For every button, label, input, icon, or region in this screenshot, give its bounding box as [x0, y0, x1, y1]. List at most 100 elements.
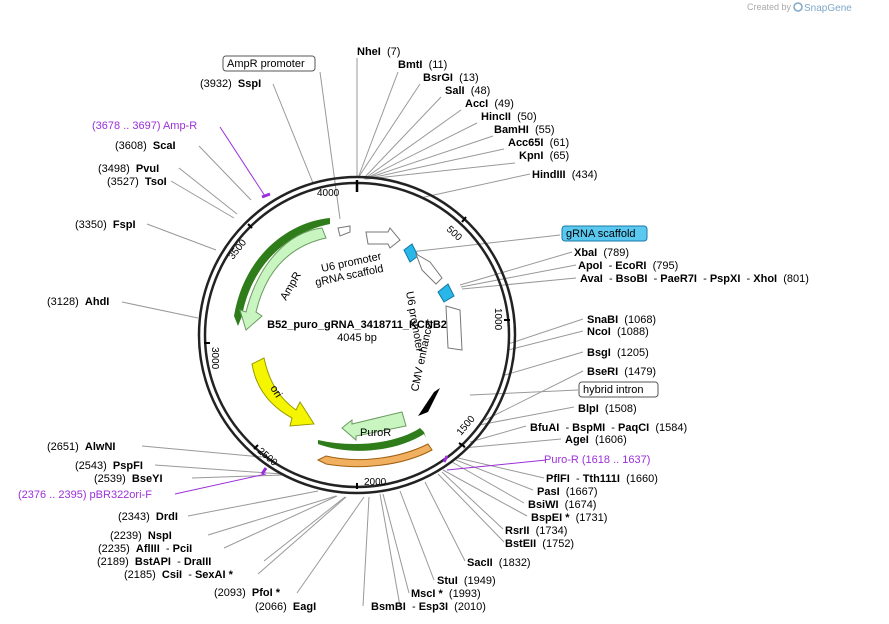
- restriction-site-label[interactable]: BfuAI - BspMI - PaqCI (1584): [530, 422, 687, 434]
- enzyme-name: BstAPI: [135, 556, 171, 568]
- enzyme-name: AvaI: [580, 273, 603, 285]
- restriction-site-label[interactable]: (2239) NspI: [110, 530, 172, 542]
- cut-position: (2539): [94, 473, 132, 485]
- restriction-site-label[interactable]: (2189) BstAPI - DraIII: [97, 556, 211, 568]
- cut-position: (1752): [536, 538, 574, 550]
- restriction-site-label[interactable]: BsmBI - Esp3I (2010): [371, 601, 486, 613]
- restriction-site-label[interactable]: (3350) FspI: [75, 219, 136, 231]
- restriction-site-label[interactable]: (2543) PspFI: [75, 460, 143, 472]
- leader-line: [121, 301, 199, 319]
- enzyme-name: SacII: [467, 557, 493, 569]
- restriction-site-label[interactable]: (3128) AhdI: [47, 296, 109, 308]
- primer-leader-line: [446, 459, 547, 471]
- primer-mark-amp-r: [261, 192, 271, 199]
- leader-line: [419, 173, 531, 199]
- enzyme-name: SexAI *: [195, 569, 234, 581]
- grna-scaffold-box[interactable]: [561, 225, 648, 242]
- restriction-site-label[interactable]: PflFI - Tth111I (1660): [546, 473, 658, 485]
- restriction-site-label[interactable]: (3498) PvuI: [98, 163, 159, 175]
- cut-position: (3932): [200, 78, 238, 90]
- cut-position: (2543): [75, 460, 113, 472]
- cut-position: (1832): [493, 557, 531, 569]
- restriction-site-label[interactable]: (2066) EagI: [255, 601, 316, 613]
- restriction-site-label[interactable]: NcoI (1088): [587, 326, 649, 338]
- primer-label-amp-r[interactable]: (3678 .. 3697) Amp-R: [92, 120, 197, 132]
- primer-label-puro-r[interactable]: Puro-R (1618 .. 1637): [544, 454, 650, 466]
- restriction-site-label[interactable]: AvaI - BsoBI - PaeR7I - PspXI - XhoI (80…: [580, 273, 809, 285]
- cut-position: (1606): [589, 434, 627, 446]
- leader-line: [363, 109, 462, 180]
- primer-label-pbr322ori-f[interactable]: (2376 .. 2395) pBR322ori-F: [18, 489, 152, 501]
- cut-position: (1993): [443, 588, 481, 600]
- restriction-site-label[interactable]: SacII (1832): [467, 557, 531, 569]
- enzyme-name: BspMI: [572, 422, 605, 434]
- restriction-site-label[interactable]: NheI (7): [357, 46, 400, 58]
- plasmid-length: 4045 bp: [337, 332, 377, 344]
- restriction-site-label[interactable]: HindIII (434): [532, 169, 597, 181]
- enzyme-name: NspI: [148, 530, 172, 542]
- restriction-site-label[interactable]: BlpI (1508): [578, 403, 637, 415]
- restriction-site-label[interactable]: ApoI - EcoRI (795): [578, 260, 678, 272]
- restriction-site-label[interactable]: BsiWI (1674): [528, 499, 596, 511]
- enzyme-name: NcoI: [587, 326, 611, 338]
- restriction-site-label[interactable]: StuI (1949): [437, 575, 496, 587]
- leader-line: [154, 464, 283, 475]
- enzyme-name: XhoI: [753, 273, 777, 285]
- restriction-site-label[interactable]: AgeI (1606): [565, 434, 627, 446]
- restriction-site-label[interactable]: (2343) DrdI: [118, 511, 178, 523]
- leader-line: [357, 83, 421, 179]
- enzyme-name: BsgI: [587, 347, 611, 359]
- ori-label: ori: [267, 383, 284, 400]
- cut-position: (2010): [448, 601, 486, 613]
- restriction-site-label[interactable]: (2539) BseYI: [94, 473, 163, 485]
- restriction-site-label[interactable]: KpnI (65): [519, 150, 569, 162]
- restriction-site-label[interactable]: BamHI (55): [494, 124, 555, 136]
- cut-position: (2066): [255, 601, 293, 613]
- restriction-site-label[interactable]: Acc65I (61): [508, 137, 569, 149]
- leader-line: [207, 495, 337, 536]
- cut-position: (50): [511, 111, 537, 123]
- hybrid-intron-box: [578, 381, 659, 398]
- leader-line: [460, 264, 577, 288]
- restriction-site-label[interactable]: (2093) PfoI *: [214, 587, 281, 599]
- enzyme-name: FspI: [113, 219, 136, 231]
- enzyme-name: XbaI: [574, 247, 597, 259]
- restriction-site-label[interactable]: (3527) TsoI: [107, 176, 167, 188]
- restriction-site-label[interactable]: RsrII (1734): [505, 525, 567, 537]
- cut-position: (13): [453, 72, 479, 84]
- restriction-site-label[interactable]: SnaBI (1068): [587, 314, 656, 326]
- restriction-site-label[interactable]: HincII (50): [481, 111, 537, 123]
- restriction-site-label[interactable]: BsgI (1205): [587, 347, 649, 359]
- restriction-site-label[interactable]: SalI (48): [445, 85, 490, 97]
- grna-scaffold-box-label[interactable]: gRNA scaffold: [566, 228, 636, 240]
- enzyme-name: BsrGI: [423, 72, 453, 84]
- leader-line: [296, 496, 365, 594]
- restriction-site-label[interactable]: (2185) CsiI - SexAI *: [124, 569, 234, 581]
- tick-label: 1500: [455, 413, 478, 437]
- restriction-site-label[interactable]: BstEII (1752): [505, 538, 574, 550]
- restriction-site-label[interactable]: (3608) ScaI: [115, 140, 176, 152]
- enzyme-name: BsmBI: [371, 601, 406, 613]
- hybrid-intron-label: hybrid intron: [583, 384, 644, 396]
- restriction-site-labels: NheI (7)BmtI (11)BsrGI (13)SalI (48)AccI…: [47, 46, 809, 613]
- restriction-site-label[interactable]: BsrGI (13): [423, 72, 479, 84]
- restriction-site-label[interactable]: XbaI (789): [574, 247, 629, 259]
- restriction-site-label[interactable]: BseRI (1479): [587, 366, 656, 378]
- restriction-site-label[interactable]: (3932) SspI: [200, 78, 261, 90]
- enzyme-name: Acc65I: [508, 137, 543, 149]
- tick-label: 2000: [364, 477, 387, 488]
- enzyme-name: HincII: [481, 111, 511, 123]
- restriction-site-label[interactable]: PasI (1667): [537, 486, 598, 498]
- restriction-site-label[interactable]: (2235) AflIII - PciI: [98, 543, 192, 555]
- enzyme-name: AflIII: [136, 543, 160, 555]
- enzyme-name: HindIII: [532, 169, 566, 181]
- restriction-site-label[interactable]: MscI * (1993): [411, 588, 481, 600]
- restriction-site-label[interactable]: (2651) AlwNI: [47, 441, 115, 453]
- leader-line: [504, 351, 584, 376]
- restriction-site-label[interactable]: AccI (49): [465, 98, 514, 110]
- restriction-site-label[interactable]: BspEI * (1731): [531, 512, 607, 524]
- restriction-site-label[interactable]: BmtI (11): [398, 59, 447, 71]
- leader-line: [379, 493, 401, 607]
- cut-position: -: [160, 543, 173, 555]
- enzyme-name: PspXI: [710, 273, 741, 285]
